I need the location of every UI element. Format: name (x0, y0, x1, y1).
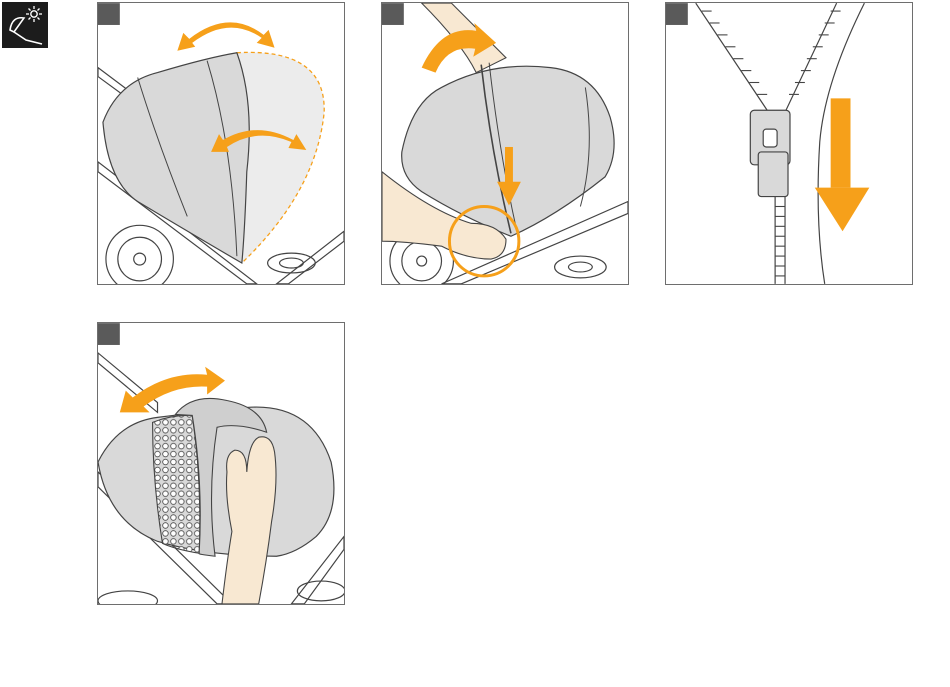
zipper-slider-icon (750, 110, 790, 196)
step-badge (98, 323, 120, 345)
step-1-panel (97, 2, 345, 285)
canopy-fasten-illustration (382, 3, 628, 284)
step-badge (382, 3, 404, 25)
step-badge (666, 3, 688, 25)
canopy-unfold-illustration (98, 3, 344, 284)
canopy-sun-icon (2, 2, 48, 48)
zipper-illustration (666, 3, 912, 284)
step-badge (98, 3, 120, 25)
canopy-ventilation-illustration (98, 323, 344, 604)
step-4-panel (97, 322, 345, 605)
step-2-panel (381, 2, 629, 285)
wheel-icon (106, 225, 173, 284)
step-3-panel (665, 2, 913, 285)
